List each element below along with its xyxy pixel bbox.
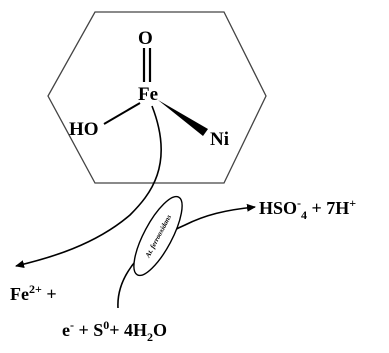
electron-charge: - (70, 318, 74, 332)
sulfur-term: + S (74, 320, 103, 340)
sulfate-product: HSO-4 + 7H+ (259, 196, 356, 222)
sulfur-oxidation-arrow (117, 203, 256, 309)
proton-term: + 7H (307, 198, 349, 218)
sulfate-index: 4 (301, 208, 307, 222)
reactants-equation: e- + S0+ 4H2O (62, 318, 167, 344)
hydroxyl-bond (103, 102, 141, 125)
ferrous-plus: + (42, 284, 57, 304)
sulfate-base: HSO (259, 198, 297, 218)
nickel-label: Ni (210, 129, 229, 150)
water-term: + 4H (109, 320, 147, 340)
sulfate-charge: - (297, 196, 301, 210)
water-index: 2 (147, 330, 153, 344)
iron-center-label: Fe (138, 84, 158, 105)
iron-release-arrow (15, 105, 162, 269)
bacterium-outline (133, 195, 183, 277)
nickel-wedge-bond (158, 100, 208, 136)
ferrous-product: Fe2+ + (10, 282, 57, 304)
bacterium-cell: At. ferrooxidans (133, 195, 183, 277)
hydroxyl-label: HO (69, 119, 99, 140)
ferrous-base: Fe (10, 284, 29, 304)
proton-charge: + (349, 196, 356, 210)
hexagon-ring (47, 11, 267, 184)
oxo-label: O (138, 28, 153, 49)
ferrous-charge: 2+ (29, 282, 42, 296)
sulfur-state: 0 (103, 318, 109, 332)
electron-term: e (62, 320, 70, 340)
water-tail: O (153, 320, 167, 340)
